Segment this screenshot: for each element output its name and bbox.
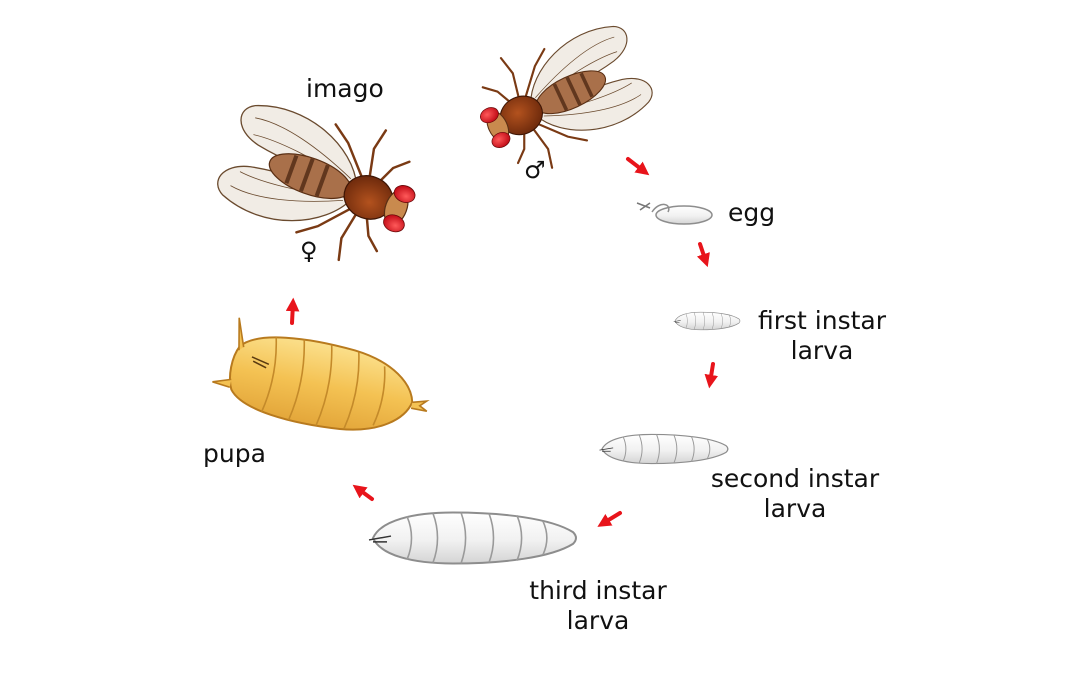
male-fly [459,4,666,189]
third-instar-larva-illustration [368,511,577,565]
cycle-arrows [285,157,718,527]
male-symbol-icon: ♂ [524,156,546,184]
label-third-instar: third instar larva [522,576,674,636]
label-second-instar-line1: second instar [710,464,880,493]
label-third-instar-line2: larva [566,606,630,635]
egg-illustration [636,202,713,225]
label-pupa: pupa [203,439,266,468]
cycle-arrow-second-to-third [597,511,622,527]
label-second-instar: second instar larva [702,464,888,524]
label-first-instar-line1: first instar [757,306,886,335]
label-imago: imago [306,74,384,103]
label-first-instar: first instar larva [752,306,892,366]
label-third-instar-line1: third instar [529,576,667,605]
pupa-illustration [212,317,430,431]
second-instar-larva-illustration [598,433,729,465]
cycle-arrow-third-to-pupa [352,484,374,501]
first-instar-larva-illustration [673,311,741,331]
label-first-instar-line2: larva [790,336,854,365]
cycle-arrow-pupa-to-imago [285,297,300,325]
cycle-arrow-egg-to-first [696,242,710,268]
label-egg: egg [728,198,776,227]
female-fly [207,82,433,277]
label-second-instar-line2: larva [763,494,827,523]
female-symbol-icon: ♀ [300,237,318,265]
cycle-arrow-first-to-second [704,362,718,389]
cycle-arrow-imago-to-egg [626,157,650,176]
